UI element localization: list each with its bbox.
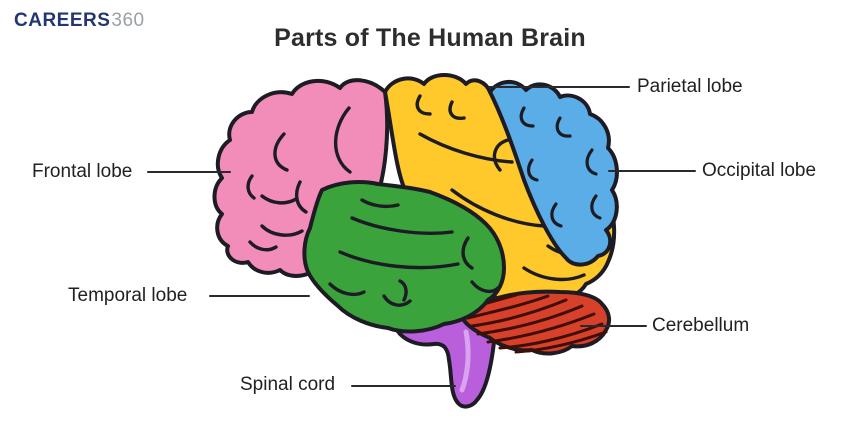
label-occipital-lobe: Occipital lobe — [702, 160, 817, 181]
spinal-cord-highlight — [459, 329, 471, 393]
occipital-lobe-sulci — [519, 106, 602, 228]
label-frontal-lobe: Frontal lobe — [32, 161, 133, 182]
frontal-lobe-sulci — [246, 106, 352, 252]
occipital-lobe-shape — [488, 80, 619, 267]
label-temporal-lobe: Temporal lobe — [68, 285, 188, 306]
cerebellum-stripes — [460, 293, 608, 354]
label-spinal-cord: Spinal cord — [240, 374, 336, 395]
logo-suffix-text: 360 — [111, 10, 145, 31]
temporal-lobe-sulci — [328, 198, 500, 307]
page-title: Parts of The Human Brain — [274, 24, 586, 52]
logo-brand-text: CAREERS — [14, 10, 111, 31]
label-parietal-lobe: Parietal lobe — [637, 76, 743, 97]
label-cerebellum: Cerebellum — [652, 315, 750, 336]
temporal-lobe-region — [302, 180, 506, 334]
cerebellum-region — [458, 289, 612, 356]
leader-lines — [147, 86, 696, 387]
careers360-logo: CAREERS360 — [14, 10, 145, 32]
occipital-lobe-region — [488, 80, 619, 267]
